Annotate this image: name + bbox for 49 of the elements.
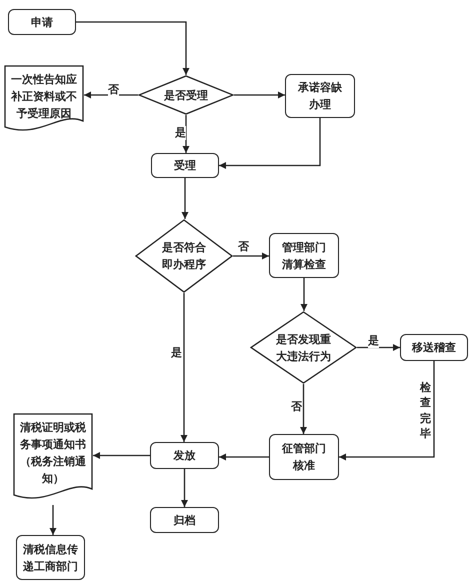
node-text: 申请 [30,14,54,30]
arrow [219,454,269,460]
node-text: 归档 [172,512,196,528]
node-text: 清税证明或税务事项通知书（税务注销通知） [19,420,87,487]
edge-label: 是 [368,334,379,348]
arrow [182,178,188,219]
decision-diamond [135,219,233,293]
arrow [339,361,435,460]
arrow [182,115,190,153]
node-text: 承诺容缺办理 [296,80,343,113]
process-box [150,442,219,469]
arrow [181,469,188,507]
arrow [93,452,150,459]
node-text: 移送稽查 [410,340,457,356]
arrow [233,252,269,260]
process-box [8,9,76,35]
node-text: 是否受理 [163,88,209,104]
arrow [219,118,321,169]
process-box [285,74,355,118]
process-box [400,334,468,361]
arrow [180,293,188,442]
edge-label: 否 [291,400,302,414]
node-text: 一次性告知应补正资料或不予受理原因 [10,72,78,122]
node-text: 征管部门核准 [280,441,327,474]
node-text: 是否发现重大违法行为 [275,332,332,364]
process-box [269,434,339,480]
arrow [234,92,285,98]
decision-diamond [250,311,357,384]
edge-label: 检查完毕 [420,380,431,442]
arrow [50,505,56,535]
node-text: 是否符合即办程序 [161,240,207,273]
edge-label: 是 [171,346,182,360]
node-text: 管理部门清算检查 [281,240,327,272]
arrow [300,384,307,434]
decision-diamond [138,75,234,115]
process-box [151,153,219,178]
edge-label: 否 [108,83,119,97]
arrow [357,344,400,351]
node-text: 发放 [172,448,196,464]
process-box [150,507,219,533]
arrow [76,21,190,75]
node-text: 清税信息传递工商部门 [22,542,79,574]
process-box [16,535,85,580]
edge-label: 否 [238,240,249,254]
process-box [269,233,339,278]
node-text: 受理 [173,158,197,174]
edge-label: 是 [175,126,186,140]
arrow [300,278,308,311]
arrow [84,92,138,98]
